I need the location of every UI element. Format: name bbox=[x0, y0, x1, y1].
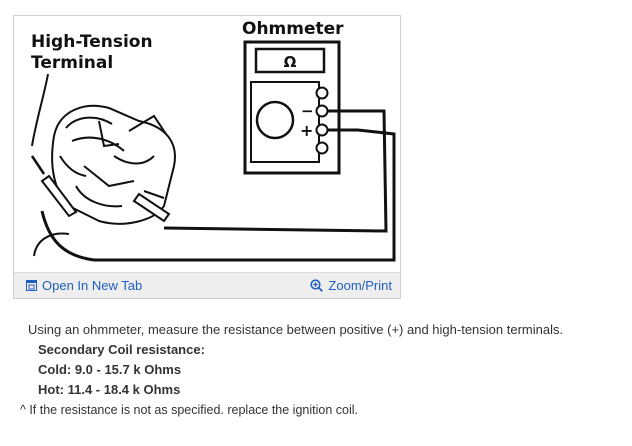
open-in-new-tab-icon bbox=[26, 280, 37, 291]
zoom-print-label: Zoom/Print bbox=[328, 278, 392, 293]
test-probes bbox=[30, 155, 171, 223]
plus-sign: + bbox=[300, 121, 313, 140]
ohmmeter: Ω − + bbox=[243, 40, 341, 175]
hot-resistance: Hot: 11.4 - 18.4 k Ohms bbox=[38, 382, 181, 397]
minus-sign: − bbox=[301, 102, 314, 120]
figure-toolbar: Open In New Tab Zoom/Print bbox=[14, 272, 400, 298]
ignition-coil bbox=[33, 104, 176, 257]
intro-text: Using an ohmmeter, measure the resistanc… bbox=[28, 322, 564, 337]
ohmmeter-diagram: High-Tension Terminal Ohmmeter Ω − + bbox=[30, 19, 396, 262]
zoom-print-link[interactable]: Zoom/Print bbox=[310, 278, 392, 293]
high-tension-label-line1: High-Tension bbox=[31, 32, 153, 52]
cold-resistance: Cold: 9.0 - 15.7 k Ohms bbox=[38, 362, 182, 377]
magnifier-plus-icon bbox=[310, 279, 324, 292]
replacement-note: ^ If the resistance is not as specified.… bbox=[20, 403, 358, 417]
figure-frame: High-Tension Terminal Ohmmeter Ω − + bbox=[13, 15, 401, 299]
procedure-text: Using an ohmmeter, measure the resistanc… bbox=[20, 320, 620, 420]
ohmmeter-label: Ohmmeter bbox=[242, 19, 344, 39]
open-in-new-tab-label: Open In New Tab bbox=[42, 278, 143, 293]
ohm-display-symbol: Ω bbox=[284, 53, 297, 71]
high-tension-label-line2: Terminal bbox=[31, 53, 113, 73]
spec-title: Secondary Coil resistance: bbox=[38, 342, 205, 357]
open-in-new-tab-link[interactable]: Open In New Tab bbox=[26, 278, 142, 293]
